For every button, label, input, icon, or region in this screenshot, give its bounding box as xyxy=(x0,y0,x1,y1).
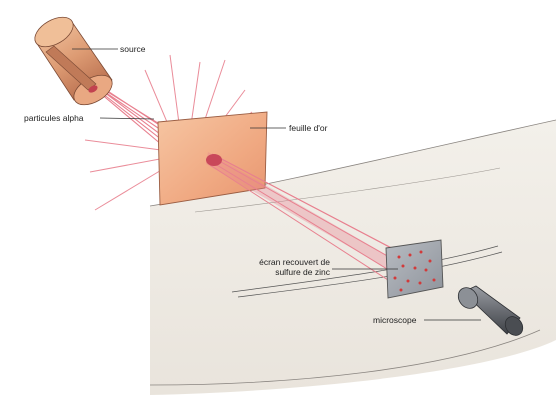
label-alpha-particles: particules alpha xyxy=(24,113,84,123)
ring-bottom-edge xyxy=(149,329,541,386)
scintillation-dot xyxy=(413,266,417,270)
source-back-cap xyxy=(34,16,74,48)
zinc-sulfide-screen xyxy=(385,239,444,299)
scintillation-dot xyxy=(419,250,423,254)
beam-ray xyxy=(213,157,399,263)
beam-ray xyxy=(209,164,389,281)
source-cylinder xyxy=(34,16,113,106)
scintillation-dot xyxy=(432,278,436,282)
scintillation-dot xyxy=(393,276,397,280)
scintillation-dot xyxy=(424,268,428,272)
microscope-end xyxy=(504,316,524,336)
beam-ray xyxy=(215,155,406,256)
label-screen-line1: écran recouvert de xyxy=(259,257,330,267)
transmitted-beam xyxy=(206,152,406,281)
track-line xyxy=(231,245,499,293)
label-gold-foil: feuille d'or xyxy=(289,123,328,133)
source-aperture xyxy=(88,85,98,93)
scintillation-dot xyxy=(401,264,405,268)
scintillation-dot xyxy=(397,255,401,259)
scintillation-dot xyxy=(406,279,410,283)
scintillation-dot xyxy=(428,259,432,263)
beam-ray xyxy=(211,161,393,273)
beam-core xyxy=(206,152,392,268)
scintillation-dots xyxy=(393,250,436,292)
beam-ray xyxy=(99,92,169,151)
scintillation-dot xyxy=(399,288,403,292)
scintillation-dot xyxy=(418,281,422,285)
microscope xyxy=(457,285,524,336)
label-microscope: microscope xyxy=(373,315,417,325)
ring-inner-edge xyxy=(194,167,501,213)
label-source: source xyxy=(120,44,146,54)
beam-ray xyxy=(97,89,163,141)
scintillation-dot xyxy=(408,253,412,257)
track-line xyxy=(237,251,503,298)
microscope-eyepiece xyxy=(457,287,479,309)
leader-particles xyxy=(99,117,155,120)
label-screen-line2: sulfure de zinc xyxy=(275,267,330,277)
beam-entry-spot xyxy=(206,154,222,166)
source-bore xyxy=(45,45,97,91)
leader-lines xyxy=(72,48,481,321)
